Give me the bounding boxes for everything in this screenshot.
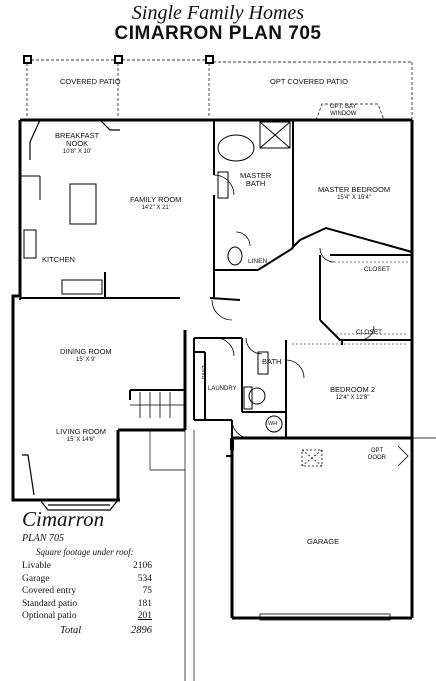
label-closet-2: CLOSET: [356, 329, 383, 336]
garage-details: [226, 438, 409, 621]
exterior-walls: [11, 118, 414, 620]
closet-rods: [292, 261, 408, 345]
walkway: [149, 430, 436, 681]
door-swings: [211, 174, 375, 439]
plan-number: PLAN 705: [22, 533, 64, 544]
label-kitchen: KITCHEN: [42, 255, 75, 264]
kitchen-fixtures: [20, 175, 103, 295]
label-laundry: LAUNDRY: [208, 386, 237, 392]
plan-title: CIMARRON PLAN 705: [114, 23, 322, 44]
bath-fixtures: [217, 121, 291, 433]
label-garage: GARAGE: [307, 537, 340, 546]
square-footage-legend: Cimarron PLAN 705 Square footage under r…: [22, 508, 152, 636]
label-opt-door: OPT DOOR: [368, 448, 386, 461]
patio-outlines: [26, 59, 413, 121]
plan-name: Cimarron: [22, 507, 105, 531]
label-opt-bay-window: OPT. BAY WINDOW: [330, 104, 357, 117]
interior-walls: [19, 120, 413, 438]
label-pantry: PANT: [202, 364, 209, 380]
label-master-bath: MASTER BATH: [240, 171, 272, 188]
plan-subtitle: Single Family Homes: [131, 2, 305, 24]
label-bath: BATH: [262, 357, 282, 366]
entry-steps: [130, 392, 185, 418]
label-closet-1: CLOSET: [364, 266, 391, 273]
label-covered-patio: COVERED PATIO: [60, 77, 121, 86]
label-opt-covered-patio: OPT COVERED PATIO: [270, 77, 348, 86]
label-wh: WH: [268, 421, 278, 427]
legend-caption: Square footage under roof:: [36, 547, 134, 557]
label-linen: LINEN: [248, 258, 268, 265]
bay-windows: [22, 119, 120, 511]
patio-posts: [23, 55, 214, 64]
